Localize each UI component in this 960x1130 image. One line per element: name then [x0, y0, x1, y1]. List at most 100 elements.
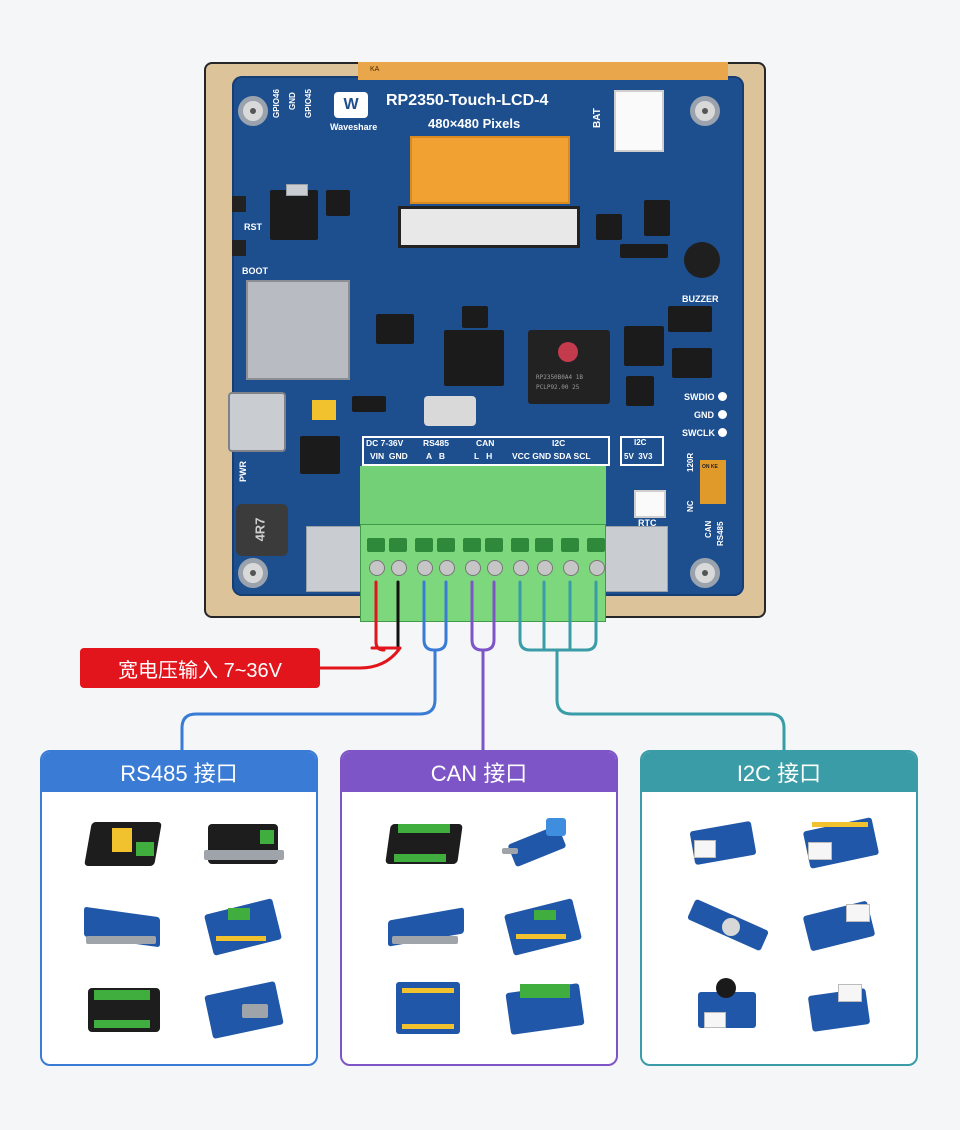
terminal-screw — [417, 560, 433, 576]
header-i2c-pins: VCC GND SDA SCL — [512, 451, 591, 461]
chip-text-1: RP2350B0A4 1B — [536, 374, 583, 381]
rst-label: RST — [244, 222, 262, 232]
header-rs485-title: RS485 — [423, 438, 449, 448]
header-dc-pins: VIN GND — [370, 451, 408, 461]
i2c-voltage-select — [620, 436, 664, 466]
rp2350-chip: RP2350B0A4 1B PCLP92.00 25 — [528, 330, 610, 404]
i2c-module-sensor-4 — [802, 978, 888, 1036]
board-title: RP2350-Touch-LCD-4 — [386, 92, 549, 109]
waveshare-logo: W — [334, 92, 368, 118]
mount-hole-bl — [238, 558, 268, 588]
wire-power-join — [318, 646, 402, 670]
terminal-slot — [511, 538, 529, 552]
terminal-slot — [415, 538, 433, 552]
inductor: 4R7 — [236, 504, 288, 556]
flash-chip — [668, 306, 712, 332]
header-i2c-title: I2C — [552, 438, 566, 448]
i2c-select-title: I2C — [634, 438, 647, 447]
i2c-select-pins: 5V 3V3 — [624, 452, 653, 461]
power-input-label: 宽电压输入 7~36V — [80, 648, 320, 688]
swclk-pad — [718, 428, 727, 437]
board-resolution: 480×480 Pixels — [428, 116, 521, 131]
terminal-screw — [369, 560, 385, 576]
swclk-label: SWCLK — [682, 428, 715, 438]
brand-label: Waveshare — [330, 122, 378, 132]
rs485-panel: RS485 接口 — [40, 750, 318, 1066]
psram-chip — [444, 330, 504, 386]
capacitor-yellow — [312, 400, 336, 420]
can-panel: CAN 接口 — [340, 750, 618, 1066]
dip-switch[interactable]: ON KE — [700, 460, 726, 504]
i2c-module-sensor-3 — [798, 898, 884, 956]
terminal-screw — [589, 560, 605, 576]
rtc-chip — [626, 376, 654, 406]
terminal-slot — [561, 538, 579, 552]
regulator-tab — [286, 184, 308, 196]
can-module-shield — [392, 978, 478, 1036]
rs485-module-ethernet — [200, 814, 286, 872]
terminal-screw — [537, 560, 553, 576]
lcd-connector — [398, 206, 580, 248]
rs485-module-arduino — [200, 898, 286, 956]
terminal-screw — [563, 560, 579, 576]
terminal-screw — [465, 560, 481, 576]
regulator-chip — [270, 190, 318, 240]
terminal-slot — [485, 538, 503, 552]
buzzer — [684, 242, 720, 278]
touch-chip — [376, 314, 414, 344]
mosfet-chip — [596, 214, 622, 240]
small-chip — [326, 190, 350, 216]
rs485-module-usb-converter — [82, 814, 168, 872]
terminal-slot — [463, 538, 481, 552]
wire-can-h — [482, 580, 496, 652]
raspberry-icon — [558, 342, 578, 362]
terminal-label-box — [362, 436, 610, 466]
terminal-slot — [535, 538, 553, 552]
can-module-transceiver — [500, 814, 586, 872]
can-module-hat — [500, 898, 586, 956]
header-rs485-pins: A B — [426, 451, 446, 461]
terminal-slot — [389, 538, 407, 552]
gnd-label: GND — [694, 410, 714, 420]
can-chip — [672, 348, 712, 378]
sd-card-slot — [246, 280, 350, 380]
rst-button[interactable] — [232, 196, 246, 212]
diode-2 — [352, 396, 386, 412]
i2c-module-rtc — [682, 896, 770, 954]
lcd-flex-cable — [410, 136, 570, 204]
swdio-pad — [718, 392, 727, 401]
mount-hole-tr — [690, 96, 720, 126]
rtc-label: RTC — [638, 518, 657, 528]
usb-c-port — [228, 392, 286, 452]
tvs-fuse — [424, 396, 476, 426]
wire-rs485-a — [422, 580, 436, 652]
wire-rs485-b — [434, 580, 448, 652]
boot-button[interactable] — [232, 240, 246, 256]
i2c-module-thermal — [690, 976, 776, 1034]
terminal-screw — [513, 560, 529, 576]
rtc-battery-connector — [634, 490, 666, 518]
mount-hole-tl — [238, 96, 268, 126]
header-can-pins: L H — [474, 451, 493, 461]
buzzer-label: BUZZER — [682, 294, 719, 304]
rs485-module-hat — [78, 898, 164, 956]
swdio-label: SWDIO — [684, 392, 715, 402]
boot-label: BOOT — [242, 266, 268, 276]
terminal-screw — [487, 560, 503, 576]
terminal-slot — [437, 538, 455, 552]
mount-hole-br — [690, 558, 720, 588]
wire-i2c-trunk — [555, 648, 786, 754]
terminal-slot — [587, 538, 605, 552]
diode — [620, 244, 668, 258]
can-module-isolated — [382, 814, 468, 872]
metal-pad-left — [306, 526, 364, 592]
header-can-title: CAN — [476, 438, 495, 448]
power-chip — [300, 436, 340, 474]
wire-rs485-trunk — [180, 648, 437, 754]
audio-chip — [624, 326, 664, 366]
chip-text-2: PCLP92.00 25 — [536, 384, 580, 391]
i2c-panel-title: I2C 接口 — [642, 752, 916, 792]
can-panel-title: CAN 接口 — [342, 752, 616, 792]
top-flex-cable — [358, 62, 728, 80]
i2c-module-sensor-1 — [682, 814, 768, 872]
